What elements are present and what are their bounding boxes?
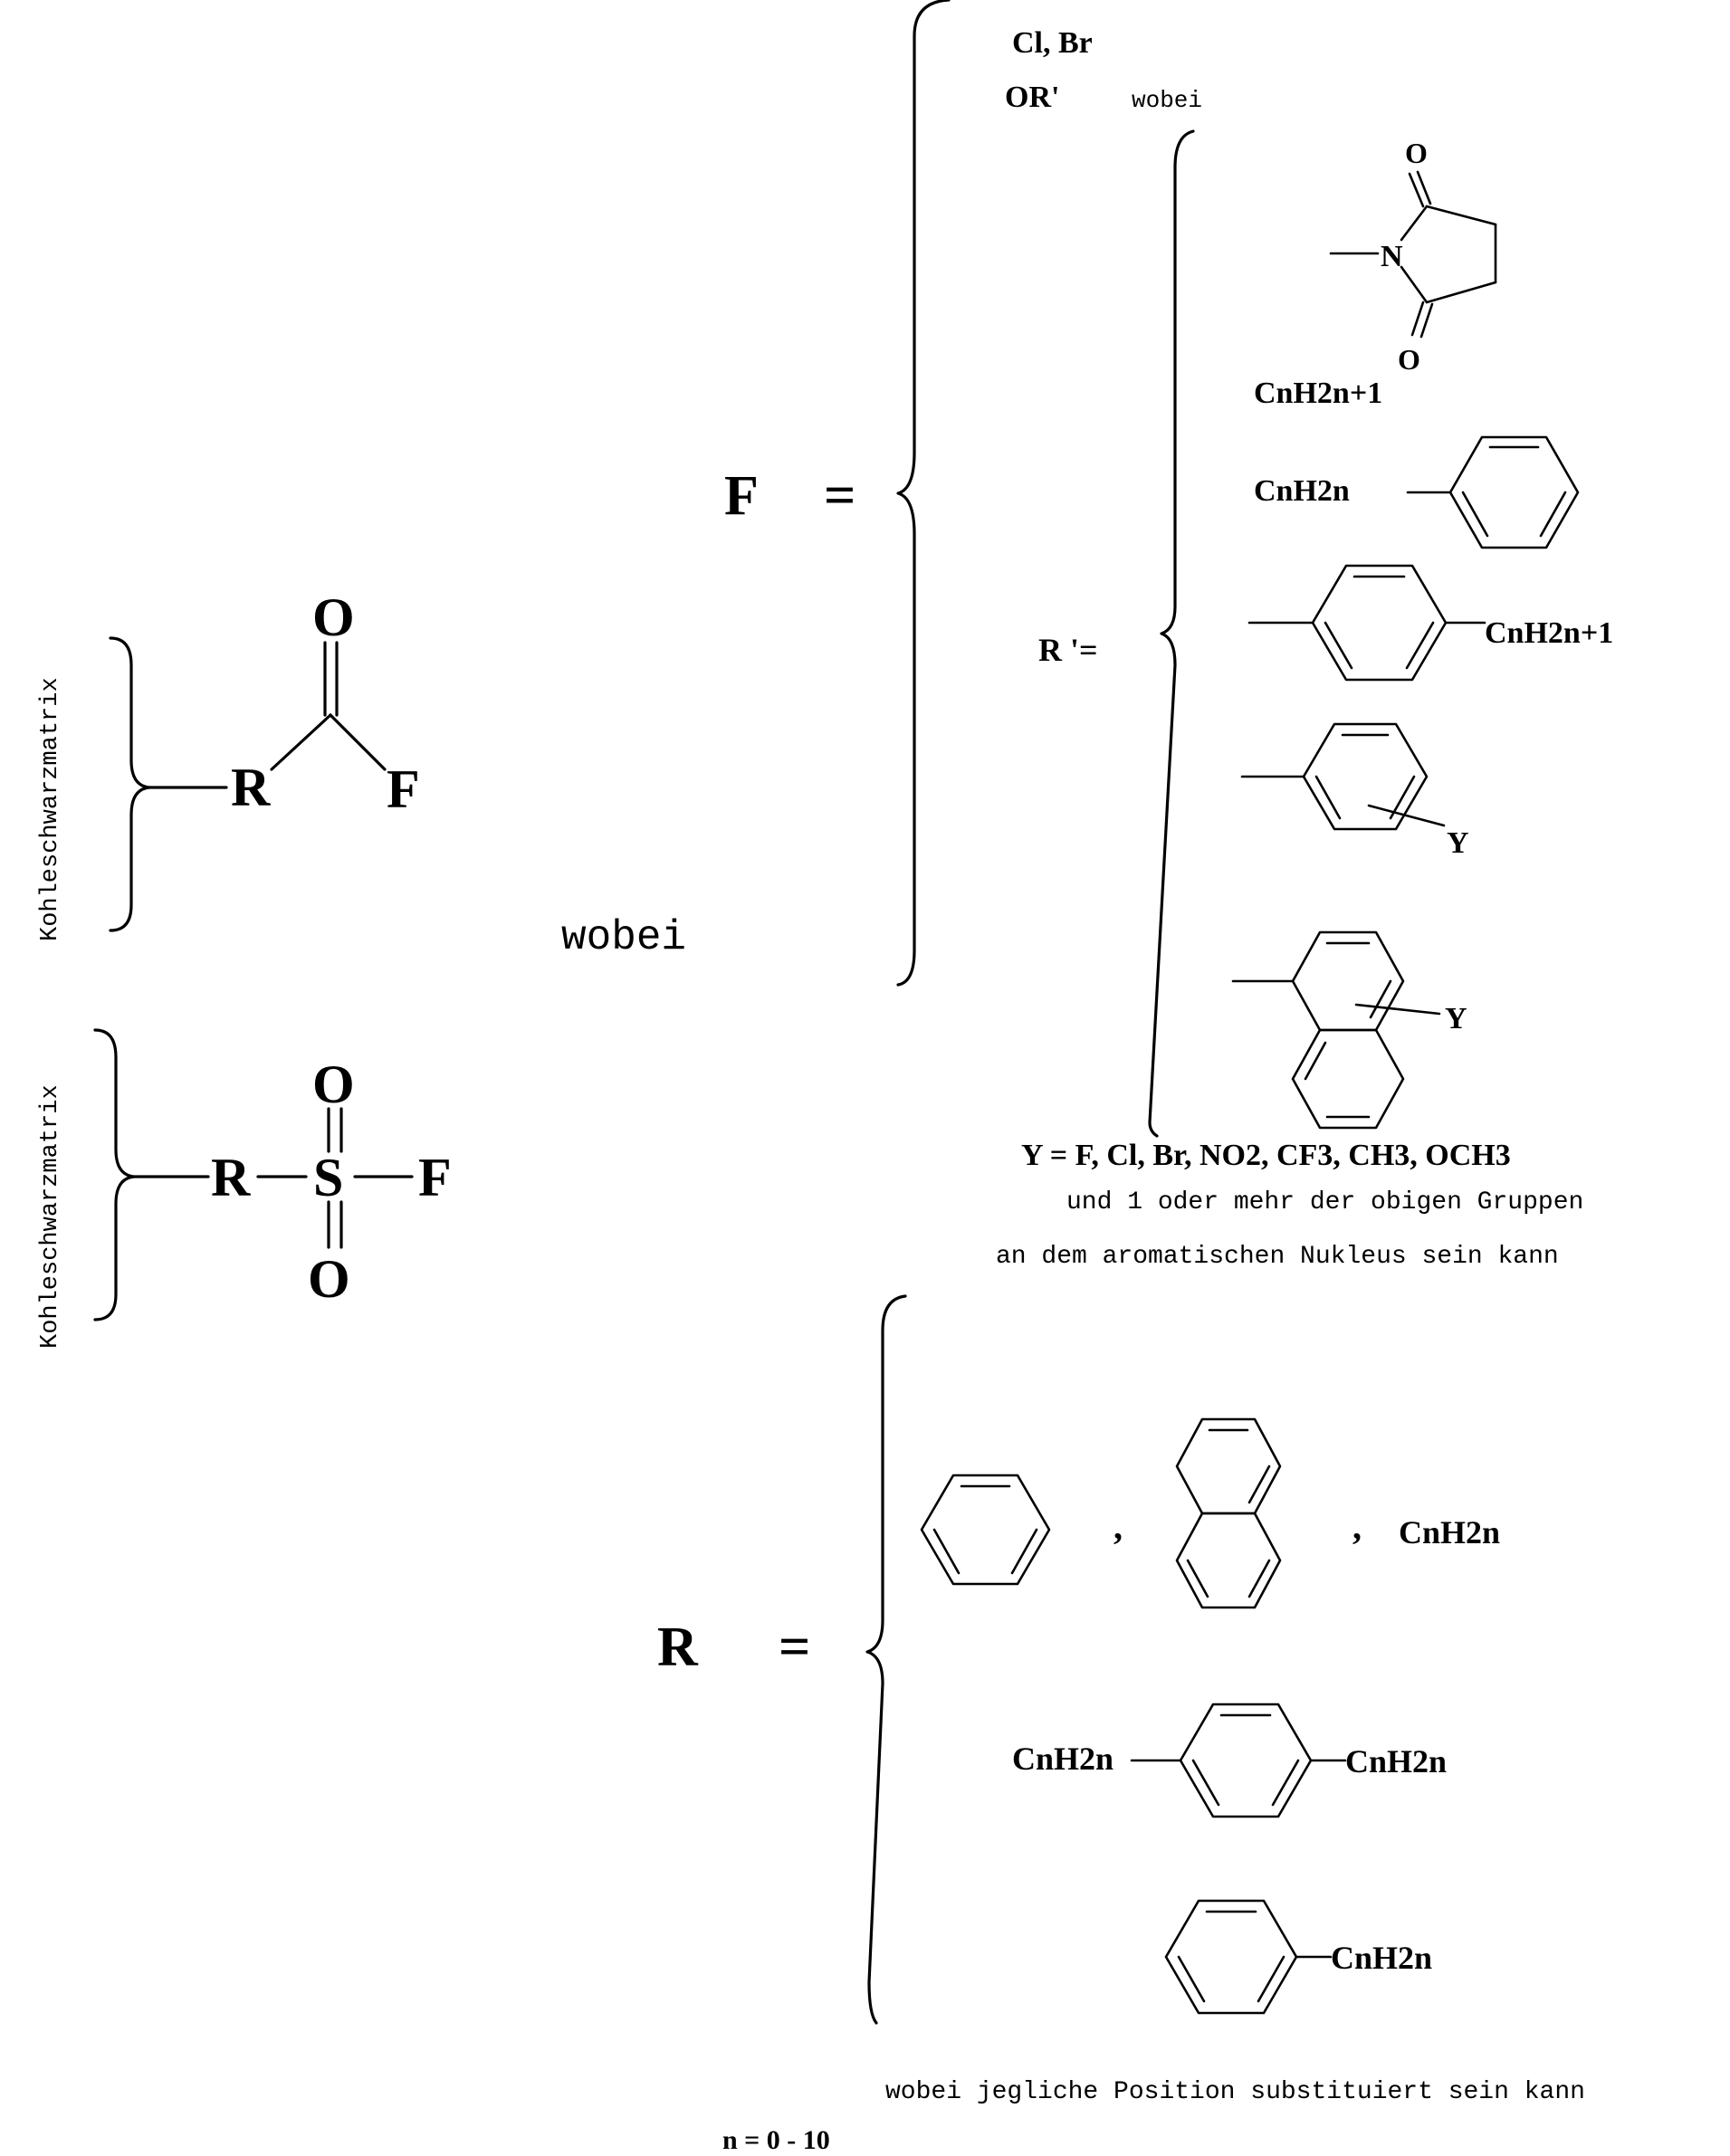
O-bottom-label: O — [308, 1249, 350, 1309]
R-opt-CnH2n: CnH2n — [1399, 1514, 1500, 1550]
R-def-eq: = — [779, 1617, 810, 1678]
naphthalene-upper-ring — [1293, 932, 1403, 1030]
succ-bond-5 — [1401, 206, 1427, 240]
F-opt-OR: OR' — [1005, 81, 1059, 114]
benzene-ring-1 — [1450, 437, 1578, 548]
R-naph-inner-c — [1249, 1560, 1269, 1597]
F-def-lhs: F — [724, 465, 759, 527]
R-row3-label: CnH2n — [1331, 1940, 1432, 1976]
matrix-brace-2 — [95, 1030, 134, 1320]
R-ring-inner-b — [1012, 1530, 1037, 1573]
F-def-eq: = — [824, 465, 855, 527]
R-row3-inner-b — [1258, 1957, 1284, 2001]
bond-R-C — [272, 715, 330, 769]
footer-n-range: n = 0 - 10 — [722, 2125, 830, 2155]
ring1-inner-b — [1541, 492, 1565, 536]
R-comma-2: , — [1352, 1506, 1362, 1547]
matrix-label-1: Kohleschwarzmatrix — [37, 677, 64, 941]
O-label-1: O — [312, 587, 355, 647]
R-label-1: R — [231, 758, 271, 817]
succinimide-O-top: O — [1405, 137, 1428, 169]
Y-label-2: Y — [1445, 1002, 1467, 1035]
note-line-1: und 1 oder mehr der obigen Gruppen — [1066, 1188, 1583, 1216]
wobei-main: wobei — [561, 914, 686, 961]
succ-bond-6 — [1401, 267, 1427, 302]
R-prime-lhs: R '= — [1038, 632, 1098, 668]
R-def-lhs: R — [657, 1617, 699, 1678]
ring2-inner-c — [1325, 623, 1352, 668]
succinimide-group: O O N — [1331, 137, 1496, 376]
R-naphthalene-lower — [1177, 1513, 1280, 1607]
R-def-brace — [867, 1296, 905, 2023]
substituted-phenyl-group: Y — [1242, 724, 1469, 860]
R-prime-opt-alkylphenyl: CnH2n+1 — [1485, 616, 1613, 650]
F-definition: F = Cl, Br OR' wobei R '= O O N CnH2n+1 — [724, 0, 1613, 1271]
R-comma-1: , — [1114, 1506, 1123, 1547]
F-def-brace — [898, 0, 949, 985]
succ-bond-7b — [1421, 304, 1432, 337]
matrix-label-2: Kohleschwarzmatrix — [37, 1084, 64, 1349]
F-label-1: F — [387, 759, 420, 819]
ring2-inner-b — [1407, 623, 1433, 668]
R-row2-inner-b — [1273, 1760, 1298, 1805]
R-row2-right: CnH2n — [1345, 1743, 1447, 1779]
R-prime-opt-alkyl: CnH2n+1 — [1254, 377, 1382, 410]
R-naph-inner-b — [1249, 1466, 1269, 1503]
R-naph-inner-d — [1188, 1560, 1208, 1597]
benzene-ring-2 — [1313, 566, 1446, 680]
R-label-2: R — [211, 1148, 251, 1207]
succ-bond-4 — [1427, 282, 1496, 302]
R-prime-brace — [1150, 131, 1193, 1136]
benzyl-group: CnH2n — [1254, 437, 1578, 548]
R-naphthalene-upper — [1177, 1419, 1280, 1513]
matrix-brace-1 — [110, 638, 149, 930]
R-row2-inner-c — [1193, 1760, 1219, 1805]
sulfonyl-fluoride-structure: Kohleschwarzmatrix R S F O O — [37, 1030, 452, 1349]
succinimide-O-bottom: O — [1398, 343, 1420, 376]
S-label: S — [313, 1148, 343, 1207]
R-definition: R = , , CnH2n CnH2n CnH2n CnH2n — [657, 1296, 1500, 2023]
Y-definition: Y = F, Cl, Br, NO2, CF3, CH3, OCH3 — [1021, 1139, 1511, 1172]
F-opt-cl-br: Cl, Br — [1012, 26, 1093, 60]
acyl-fluoride-structure: Kohleschwarzmatrix R O F — [37, 587, 420, 941]
note-line-2: an dem aromatischen Nukleus sein kann — [996, 1243, 1559, 1271]
R-prime-opt-CnH2n: CnH2n — [1254, 474, 1350, 508]
benzene-ring-3 — [1304, 724, 1427, 829]
ring1-inner-c — [1463, 492, 1487, 536]
Y-bond-1 — [1369, 806, 1444, 825]
F-label-2: F — [418, 1148, 452, 1207]
R-row3-inner-c — [1179, 1957, 1204, 2001]
R-row2-ring — [1180, 1704, 1311, 1817]
bond-C-F — [330, 715, 385, 769]
alkylphenyl-group: CnH2n+1 — [1249, 566, 1613, 680]
Y-label-1: Y — [1447, 826, 1469, 860]
Y-bond-2 — [1356, 1005, 1439, 1014]
substituted-naphthyl-group: Y — [1233, 932, 1467, 1128]
O-top-label: O — [312, 1054, 355, 1114]
F-wobei: wobei — [1132, 87, 1202, 114]
R-benzene-ring — [922, 1475, 1049, 1584]
footer-note: wobei jegliche Position substituiert sei… — [885, 2078, 1585, 2106]
succinimide-N: N — [1381, 240, 1403, 273]
R-ring-inner-c — [934, 1530, 959, 1573]
succ-bond-2 — [1427, 206, 1496, 224]
naph-inner-b — [1371, 981, 1391, 1017]
ring3-inner-c — [1316, 777, 1340, 818]
succ-bond-7a — [1412, 302, 1423, 335]
R-row2-left: CnH2n — [1012, 1741, 1114, 1777]
R-row3-ring — [1166, 1901, 1296, 2013]
naphthalene-lower-ring — [1293, 1030, 1403, 1128]
naph-inner-d — [1305, 1043, 1325, 1079]
